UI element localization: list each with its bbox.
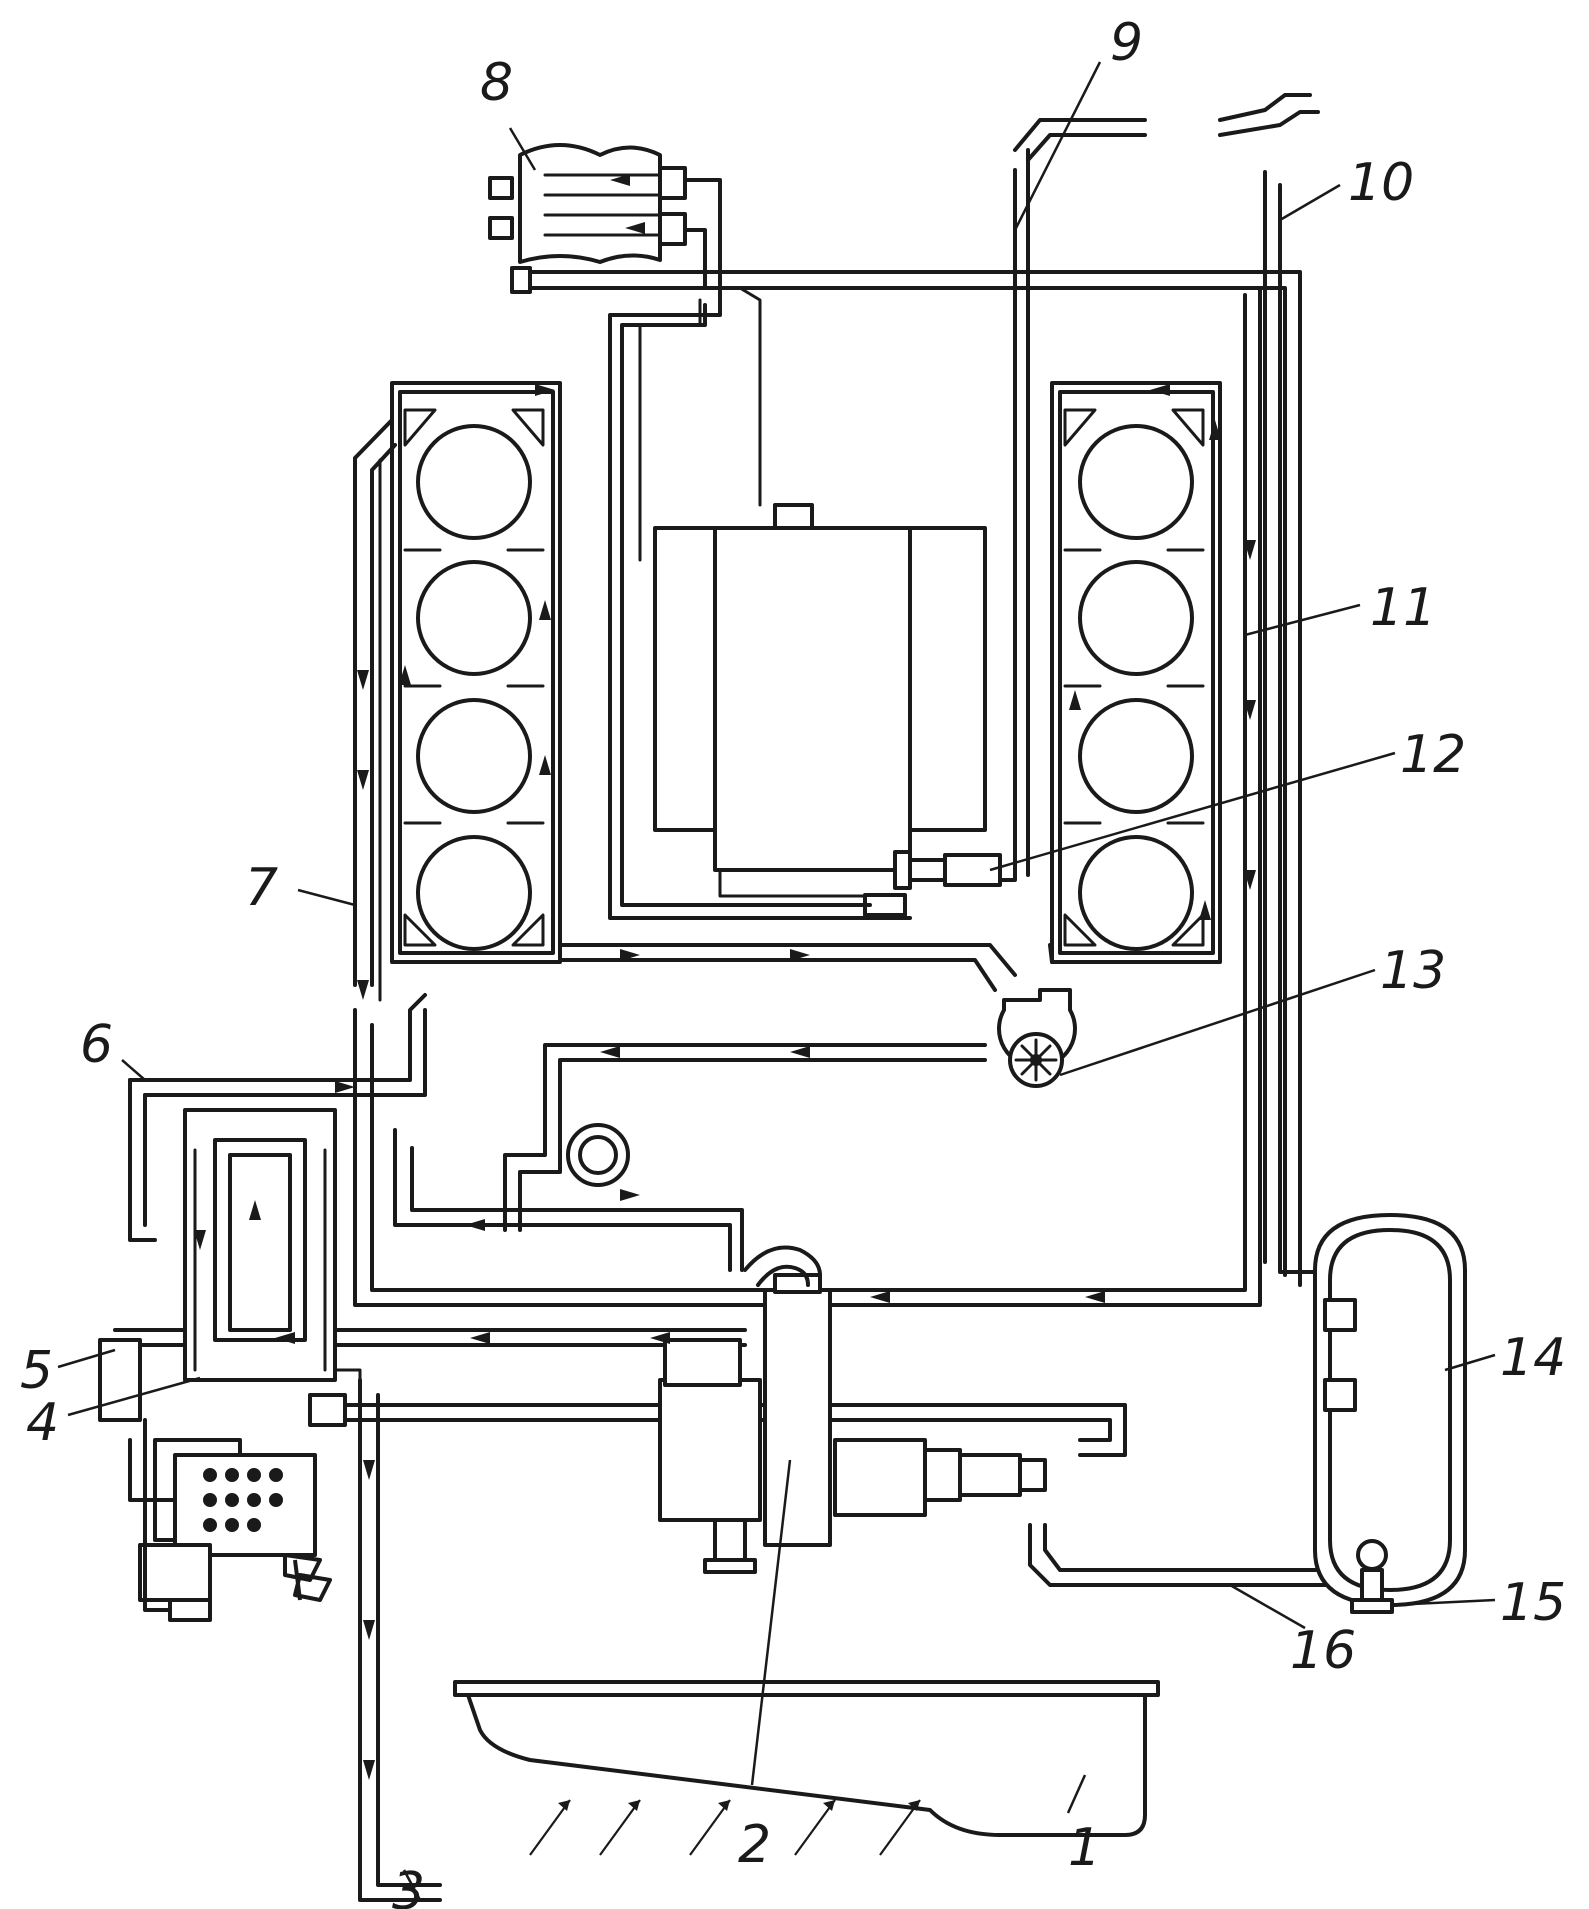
leader-3	[402, 1869, 422, 1901]
callout-11: 11	[1370, 578, 1436, 638]
right-cylinder-1	[1078, 424, 1194, 540]
leader-10	[1279, 183, 1341, 222]
leader-2	[750, 1459, 792, 1786]
heater-boiler-2	[658, 1245, 1047, 1574]
leader-1	[1066, 1774, 1087, 1814]
callout-8: 8	[480, 53, 513, 113]
callout-5: 5	[20, 1341, 53, 1401]
callout-13: 13	[1380, 941, 1446, 1001]
drain-valve-15	[1356, 1539, 1388, 1571]
callout-14: 14	[1500, 1328, 1566, 1388]
oil-pan-1	[453, 1680, 1160, 1837]
leader-13	[1059, 968, 1376, 1077]
leader-8	[508, 127, 537, 171]
connector-5	[98, 1338, 142, 1422]
left-cylinder-3	[416, 698, 532, 814]
valve-12	[893, 850, 1002, 890]
central-tank	[653, 503, 987, 917]
heat-arrows	[529, 1799, 921, 1856]
leader-4	[67, 1376, 201, 1417]
water-pump-13	[997, 988, 1077, 1088]
callout-2: 2	[738, 1815, 771, 1875]
round-cap	[566, 1123, 630, 1187]
right-cylinder-3	[1078, 698, 1194, 814]
leader-9	[1013, 61, 1102, 231]
left-cylinder-block	[390, 381, 562, 964]
heater-radiator-8	[488, 143, 722, 294]
flow-arrows	[194, 174, 1256, 1780]
expansion-tank-14	[1313, 1213, 1467, 1614]
leader-lines	[57, 61, 1496, 1901]
callout-16: 16	[1290, 1621, 1356, 1681]
leader-12	[989, 751, 1396, 872]
leader-7	[297, 888, 356, 907]
callout-15: 15	[1500, 1573, 1566, 1633]
right-cylinder-block	[1050, 381, 1222, 964]
leader-14	[1444, 1353, 1496, 1372]
left-cylinder-4	[416, 835, 532, 951]
callout-labels: 1 2 3 4 5 6 7 8 9 10 11 12 13 14 15 16	[20, 13, 1566, 1909]
callout-3: 3	[392, 1862, 425, 1909]
callout-4: 4	[26, 1393, 59, 1453]
leader-15	[1391, 1598, 1496, 1607]
leader-16	[1229, 1583, 1306, 1630]
right-cylinder-2	[1078, 560, 1194, 676]
callout-10: 10	[1348, 153, 1414, 213]
callout-6: 6	[80, 1015, 113, 1075]
leader-5	[57, 1348, 116, 1369]
callout-1: 1	[1068, 1818, 1101, 1878]
pipe-network	[113, 93, 1357, 1902]
left-cylinder-1	[416, 424, 532, 540]
leader-6	[121, 1059, 146, 1081]
leader-11	[1244, 603, 1361, 637]
callout-12: 12	[1400, 725, 1466, 785]
callout-9: 9	[1110, 13, 1143, 73]
right-cylinder-4	[1078, 835, 1194, 951]
left-cylinder-2	[416, 560, 532, 676]
heater-unit-4-5	[98, 1108, 347, 1622]
callout-7: 7	[245, 858, 278, 918]
